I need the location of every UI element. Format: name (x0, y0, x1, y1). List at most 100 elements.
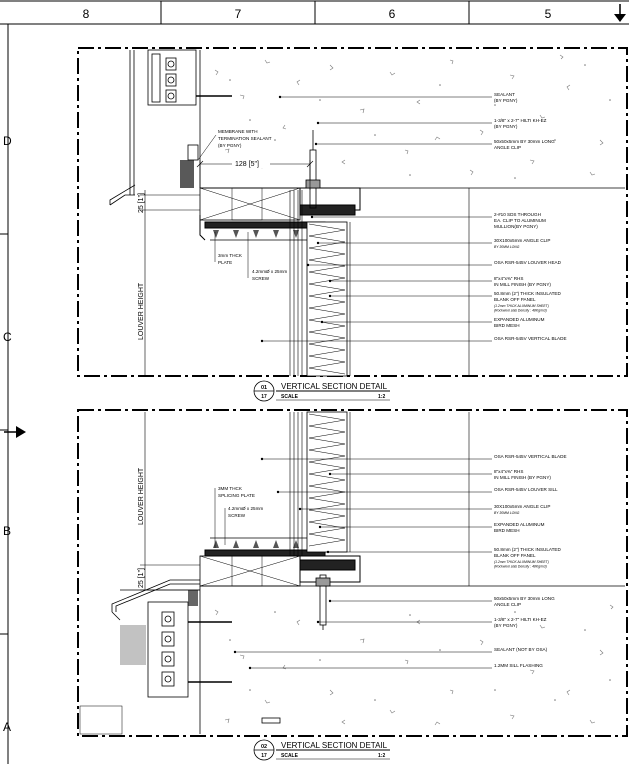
louver-sill-assembly-bottom (199, 537, 361, 587)
top-leader-dot-0 (278, 95, 282, 99)
callout-screw-line-2: SCREW (252, 276, 270, 281)
callout-plate-line-2: PLATE (218, 260, 232, 265)
top-callout-2-line-0: 50x50x5mm BY 30mm LONG (494, 139, 555, 144)
bottom-callout-4-line-0: EXPANDED ALUMINUM (494, 522, 545, 527)
bottom-callout-5-note-1: (Rockwool slab Density : 48Kg/m3) (494, 565, 547, 569)
detail-02-sheet: 17 (261, 753, 267, 759)
center-arrow-left-icon (4, 426, 26, 438)
top-callout-1-line-1: (BY PGNY) (494, 124, 518, 129)
callout-splicing-plate-line-1: 3MM THCK (218, 486, 243, 491)
insulated-panel-bottom (306, 411, 348, 553)
left-callouts-top: MEMBRANE WITH TERMINATION SEALANT (BY PG… (197, 129, 287, 281)
sill-flashing-bottom (79, 579, 232, 735)
detail-02-scale-label: SCALE (281, 753, 299, 759)
top-callout-7-note-1: (Rockwool slab Density : 48Kg/m3) (494, 309, 547, 313)
callout-membrane-line-3: (BY PGNY) (218, 143, 242, 148)
callout-membrane-line-1: MEMBRANE WITH (218, 129, 258, 134)
bottom-callout-6-line-1: ANGLE CLIP (494, 602, 521, 607)
bottom-callout-3-line-0: 30X100x5mm ANGLE CLIP (494, 504, 550, 509)
top-callout-0-line-1: (BY PGNY) (494, 98, 518, 103)
top-leader-dot-7 (328, 294, 332, 298)
bottom-callout-5-line-1: BLANK OFF PANEL (494, 553, 536, 558)
top-leader-dot-5 (306, 263, 310, 267)
grid-row-C: C (3, 330, 12, 344)
top-leader-dot-1 (316, 121, 320, 125)
callout-screw-b-line-1: 4.2mmØ x 25mm (228, 506, 263, 511)
bottom-callout-6-line-0: 50x50x5mm BY 30mm LONG (494, 596, 555, 601)
sealant-bead-top (180, 144, 199, 188)
bottom-leader-dot-0 (260, 457, 264, 461)
curtain-wall-mullion-top (109, 49, 232, 206)
bottom-callout-7-line-0: 1-3/8" x 2-7" HILTI KH-EZ (494, 617, 547, 622)
louver-height-dim-bottom (140, 412, 200, 591)
detail-01: LOUVER HEIGHT 25 [1"] 128 [5"] MEMBRANE … (77, 47, 628, 402)
louver-height-dim-top (140, 190, 200, 376)
callout-screw-line-1: 4.2mmØ x 25mm (252, 269, 287, 274)
top-callout-2-line-1: ANGLE CLIP (494, 145, 521, 150)
bottom-callout-0-line-0: OSA RSR-545V VERTICAL BLADE (494, 454, 567, 459)
bottom-leader-dot-8 (233, 650, 237, 654)
top-leader-dot-2 (314, 142, 318, 146)
dim-vertical-top: 25 [1"] (138, 193, 145, 213)
anchor-bolt-bottom-icon (315, 574, 331, 630)
top-callout-3-line-0: 2-#10 SDS THROUGH (494, 212, 541, 217)
vertical-blade-lines-top (289, 190, 303, 376)
grid-column-6: 6 (389, 7, 396, 21)
top-leader-dot-9 (260, 339, 264, 343)
detail-01-scale-value: 1:2 (378, 394, 385, 400)
top-callout-9-line-0: OSA RSR-545V VERTICAL BLADE (494, 336, 567, 341)
top-callout-8-line-0: EXPANDED ALUMINUM (494, 317, 545, 322)
grid-row-B: B (3, 524, 11, 538)
top-leader-dot-6 (328, 279, 332, 283)
top-callout-0-line-0: SEALANT (494, 92, 515, 97)
top-callout-3-line-1: EA. CLIP TO ALUMINUM (494, 218, 546, 223)
top-leader-dot-4 (316, 241, 320, 245)
louver-height-label-bottom: LOUVER HEIGHT (138, 467, 145, 525)
detail-02-boundary (77, 409, 628, 737)
louver-head-assembly-top (199, 187, 361, 241)
callout-plate-line-1: 3mm THCK (218, 253, 243, 258)
bottom-callout-5-note-0: (1.2mm THICK ALUMINUM SHEET) (494, 560, 549, 564)
center-arrow-top-icon (614, 4, 626, 22)
detail-02-title: VERTICAL SECTION DETAIL (281, 741, 388, 750)
louver-height-label-top: LOUVER HEIGHT (138, 282, 145, 340)
detail-01-boundary (77, 47, 628, 377)
bottom-leader-dot-1 (328, 472, 332, 476)
bottom-leader-dot-6 (328, 599, 332, 603)
left-callouts-bottom: 3MM THCK SPLICING PLATE 4.2mmØ x 25mm SC… (214, 486, 263, 548)
bottom-callout-2-line-0: OSA RSR-545V LOUVER SILL (494, 487, 558, 492)
bottom-callout-7-line-1: (BY PGNY) (494, 623, 518, 628)
detail-01-sheet: 17 (261, 394, 267, 400)
bottom-leader-dot-9 (248, 666, 252, 670)
bottom-leader-dot-7 (316, 620, 320, 624)
dim-vertical-bottom: 25 [1"] (138, 568, 145, 588)
detail-01-number: 01 (261, 385, 267, 391)
top-callout-4-line-0: 30X100x5mm ANGLE CLIP (494, 238, 550, 243)
concrete-slab-top (199, 50, 625, 189)
top-leader-dot-3 (310, 215, 314, 219)
bottom-callout-1-line-1: IN MILL FINISH (BY PGNY) (494, 475, 551, 480)
detail-01-scale-label: SCALE (281, 394, 299, 400)
vertical-blade-lines-bottom (289, 412, 303, 556)
bottom-leader-dot-4 (318, 525, 322, 529)
detail-01-title-block: 01 17 VERTICAL SECTION DETAIL SCALE 1:2 (253, 380, 390, 402)
detail-02: LOUVER HEIGHT 25 [1"] 3MM THCK SPLICING … (77, 409, 628, 761)
top-callout-6-line-0: 8"x4"x⅜" RHS (494, 276, 523, 281)
bottom-callout-9-line-0: 1.2MM SILL FLASHING (494, 663, 543, 668)
detail-01-title: VERTICAL SECTION DETAIL (281, 382, 388, 391)
top-leader-dot-8 (320, 320, 324, 324)
callout-splicing-plate-line-2: SPLICING PLATE (218, 493, 255, 498)
dim-horizontal-top: 128 [5"] (235, 161, 259, 168)
detail-02-title-block: 02 17 VERTICAL SECTION DETAIL SCALE 1:2 (253, 739, 390, 761)
bottom-leader-dot-5 (326, 550, 330, 554)
top-callout-7-note-0: (1.2mm THICK ALUMINUM SHEET) (494, 304, 549, 308)
right-callouts-top: SEALANT(BY PGNY)1-3/8" x 2-7" HILTI KH-E… (260, 92, 567, 343)
bottom-leader-dot-3 (298, 507, 302, 511)
insulated-panel-top (306, 221, 348, 377)
top-callout-5-line-0: OSA RSR-545V LOUVER HEAD (494, 260, 562, 265)
callout-screw-b-line-2: SCREW (228, 513, 246, 518)
sill-marker-icon (261, 717, 281, 724)
